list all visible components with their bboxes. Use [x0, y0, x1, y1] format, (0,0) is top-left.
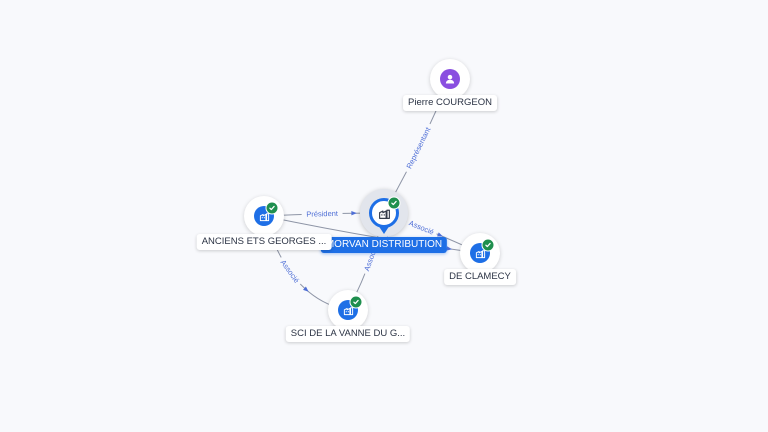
node-label-anciens[interactable]: ANCIENS ETS GEORGES ...	[196, 234, 332, 250]
person-node[interactable]	[440, 69, 460, 89]
edge-label: Représentant	[405, 125, 433, 170]
check-badge-icon	[265, 201, 279, 215]
node-label-sci[interactable]: SCI DE LA VANNE DU G...	[285, 326, 411, 342]
edge-label-background	[405, 217, 438, 238]
edge-label: Associé	[408, 218, 436, 236]
node-label-morvan[interactable]: MORVAN DISTRIBUTION	[320, 237, 448, 253]
edge-arrow-icon	[437, 232, 443, 237]
person-icon	[444, 73, 456, 85]
edge-label-background	[277, 255, 303, 287]
edge-label-background	[402, 122, 435, 174]
node-label-clamecy[interactable]: DE CLAMECY	[444, 269, 516, 285]
check-badge-icon	[387, 196, 401, 210]
building-icon	[378, 207, 391, 220]
company-node[interactable]	[369, 198, 399, 228]
check-badge-icon	[481, 238, 495, 252]
edge-label: Associé	[279, 258, 302, 285]
edge-label-background	[301, 208, 343, 220]
edge-arrow-icon	[351, 211, 357, 216]
edge-arrow-icon	[446, 246, 453, 251]
check-badge-icon	[349, 295, 363, 309]
edge-label: Président	[306, 209, 339, 219]
edge-arrow-icon	[303, 286, 309, 292]
map-pin-tail	[378, 225, 390, 234]
node-label-pierre[interactable]: Pierre COURGEON	[403, 95, 497, 111]
